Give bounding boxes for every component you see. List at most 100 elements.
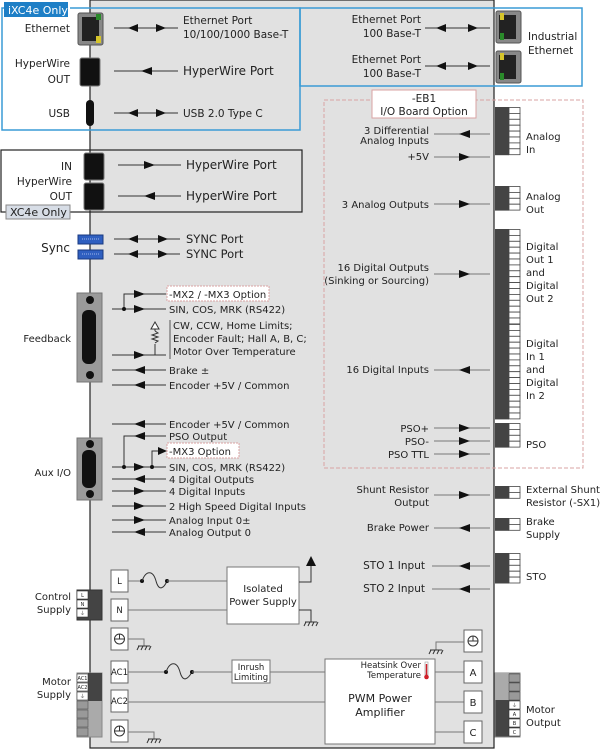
terminal-pin [508,359,521,367]
analog-in-conn-1: Analog [526,132,561,143]
aux-sincos: SIN, COS, MRK (RS422) [169,463,285,474]
mo-pin-a: A [513,712,517,718]
digital-in-conn-3: and [526,365,545,376]
terminal-pin [508,406,521,414]
terminal-pin [508,570,521,578]
mx3-option-box [166,442,240,459]
terminal-pin [508,564,521,572]
ethernet-label: Ethernet [25,23,70,35]
brake-supply-conn-1: Brake [526,517,555,528]
feedback-mx-option: -MX2 / -MX3 Option [169,290,266,301]
terminal-B [463,690,483,714]
sto2-label: STO 2 Input [363,583,425,595]
terminal-pin [508,240,521,248]
digital-out-terminal-block[interactable] [495,229,509,325]
analog-in-terminal-block[interactable] [495,107,509,156]
feedback-encoder: Encoder +5V / Common [169,381,289,392]
hyperwire-in-port: HyperWire Port [186,158,277,172]
usb-c-connector[interactable] [86,100,94,126]
mx2-mx3-option-box [166,285,270,302]
feedback-limits-1: CW, CCW, Home Limits; [173,321,293,332]
terminal-L-label: L [117,577,122,587]
control-supply-label-2: Supply [37,605,71,616]
terminal-AC2 [110,689,129,713]
terminal-pin [508,428,521,436]
hyperwire-out-sub-ixc: OUT [48,74,71,86]
terminal-C-label: C [470,728,477,739]
digital-outputs-label-2: (Sinking or Sourcing) [324,276,429,287]
terminal-pin [508,203,521,211]
pso-plus-label: PSO+ [400,424,429,435]
ms-pin-ground: ⏚ [80,693,85,700]
brake-power-label: Brake Power [367,523,430,534]
analog-out-terminal-block[interactable] [495,186,509,211]
terminal-pin [508,252,521,260]
aux-pso-output: PSO Output [169,432,227,443]
terminal-pin [508,293,521,301]
hyperwire-out-port: HyperWire Port [186,189,277,203]
terminal-pin [508,246,521,254]
ie-port-1-speed: 100 Base-T [363,28,422,40]
terminal-pin [508,113,521,120]
heatsink-label-1: Heatsink Over [361,661,422,671]
cs-pin-n: N [81,602,85,608]
terminal-pin [508,264,521,272]
ethernet-port-label: Ethernet Port [183,15,252,27]
terminal-pin [508,371,521,379]
analog-in-conn-2: In [526,145,535,156]
cs-pin-ground: ⏚ [80,610,85,617]
digital-in-conn-1: Digital [526,339,558,350]
terminal-pin [508,559,521,566]
terminal-pin [508,276,521,284]
terminal-pin [508,388,521,396]
inrush-label-2: Limiting [234,673,268,683]
aux-io-label: Aux I/O [35,468,72,479]
ext-shunt-terminal-block[interactable] [495,486,509,499]
terminal-pin [508,282,521,289]
isolated-ps-label-1: Isolated [243,584,283,595]
aux-analog-output: Analog Output 0 [169,528,251,539]
hyperwire-out-connector[interactable] [83,182,105,211]
analog-out-conn-2: Out [526,205,544,216]
terminal-pin [508,118,521,126]
hyperwire-port-ixc: HyperWire Port [183,64,274,78]
heatsink-label-2: Temperature [366,671,421,681]
digital-in-conn-2: In 1 [526,352,545,363]
mo-pin-c: C [513,730,517,736]
terminal-pin [508,518,521,525]
terminal-pin [508,412,521,420]
terminal-pin [508,136,521,144]
aux-digital-inputs: 4 Digital Inputs [169,487,245,498]
pwm-power-amplifier [324,658,436,745]
control-supply-label-1: Control [35,592,71,603]
terminal-AC1-label: AC1 [111,668,128,678]
terminal-pin [508,258,521,266]
aux-digital-outputs: 4 Digital Outputs [169,475,254,486]
terminal-pin [508,305,521,313]
pso-terminal-block[interactable] [495,423,509,448]
hyperwire-in-connector[interactable] [83,152,105,181]
sto-conn: STO [526,572,546,583]
terminal-pin [508,270,521,278]
digital-out-conn-4: Digital [526,281,558,292]
digital-in-terminal-block[interactable] [495,324,509,420]
terminal-pin [508,491,521,499]
terminal-pin [508,383,521,390]
industrial-ethernet-label: Industrial [528,31,577,43]
hyperwire-in-label: IN [61,161,72,173]
terminal-B-label: B [470,698,477,709]
industrial-ethernet-group-border [299,7,583,87]
sto-terminal-block[interactable] [495,553,509,584]
feedback-limits-2: Encoder Fault; Hall A, B, C; [173,334,307,345]
eb1-label-box [371,89,477,119]
brake-supply-terminal-block[interactable] [495,518,509,531]
ixc4e-label-bg [4,2,68,17]
terminal-pin [508,335,521,343]
terminal-pin [508,524,521,531]
industrial-ethernet-label-2: Ethernet [528,45,573,57]
terminal-pin [508,423,521,430]
digital-out-conn-1: Digital [526,242,558,253]
terminal-pin [508,142,521,150]
ext-shunt-conn-2: Resistor (-SX1) [526,498,600,509]
hyperwire-out-connector-ixc[interactable] [79,57,101,87]
